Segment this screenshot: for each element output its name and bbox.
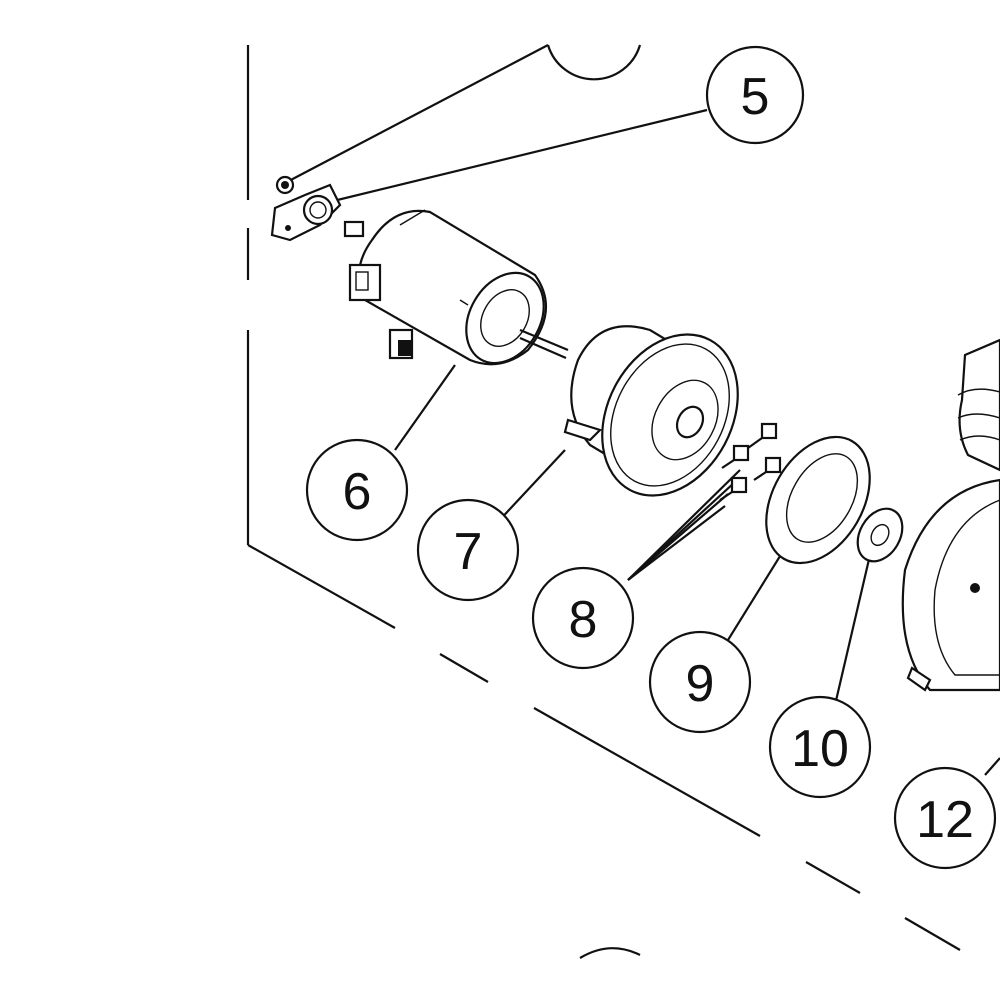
callout-12-label: 12 bbox=[916, 791, 974, 849]
callout-8: 8 bbox=[531, 566, 635, 670]
callout-partial-top bbox=[546, 44, 642, 81]
boundary-frame bbox=[246, 45, 961, 951]
leader-lines bbox=[284, 44, 1000, 776]
callout-8-label: 8 bbox=[569, 591, 598, 649]
callout-7-label: 7 bbox=[454, 523, 483, 581]
partial-bottom-arc bbox=[579, 947, 641, 959]
part-washer bbox=[856, 507, 904, 563]
callout-6: 6 bbox=[305, 438, 409, 542]
part-flange bbox=[765, 435, 871, 565]
callout-6-label: 6 bbox=[343, 463, 372, 521]
callout-12: 12 bbox=[893, 766, 997, 870]
callout-10-label: 10 bbox=[791, 720, 849, 778]
part-drum bbox=[563, 325, 739, 497]
part-screws bbox=[719, 422, 782, 501]
part-bracket bbox=[270, 175, 342, 242]
callout-5-label: 5 bbox=[741, 68, 770, 126]
callout-9-label: 9 bbox=[686, 655, 715, 713]
part-motor bbox=[343, 209, 569, 366]
callout-9: 9 bbox=[648, 630, 752, 734]
callout-5: 5 bbox=[705, 45, 805, 145]
callout-10: 10 bbox=[768, 695, 872, 799]
callout-7: 7 bbox=[416, 498, 520, 602]
part-housing bbox=[901, 338, 1000, 692]
